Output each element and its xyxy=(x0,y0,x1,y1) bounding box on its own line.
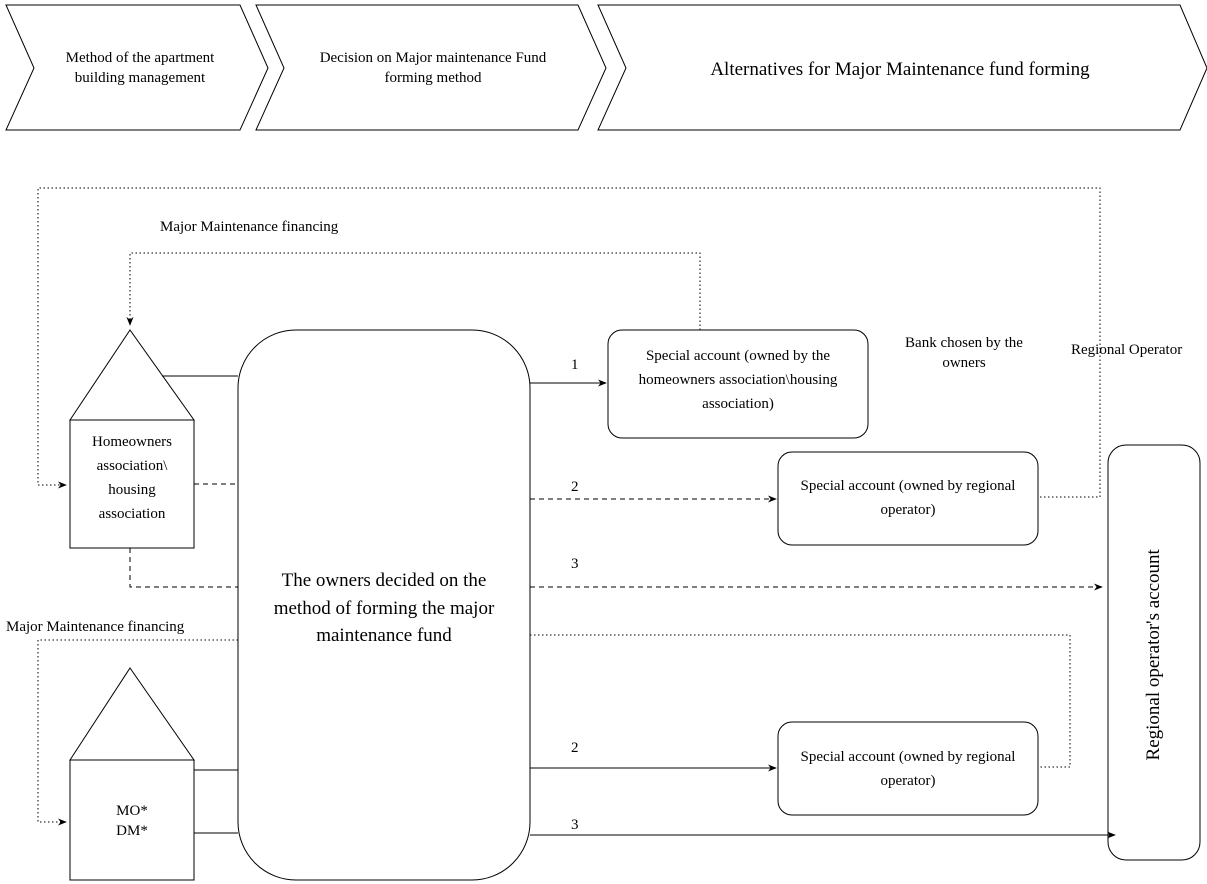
regional-operator-label: Regional Operator xyxy=(1071,342,1183,358)
financing-loop-top xyxy=(126,252,701,330)
regional-operator-loop xyxy=(37,187,1101,498)
arrow-1-label: 1 xyxy=(571,357,579,373)
arrow-2-top-label: 2 xyxy=(571,479,579,495)
financing-label-top: Major Maintenance financing xyxy=(160,219,339,235)
special-account-ro-top-label: Special account (owned by regional opera… xyxy=(800,478,1016,518)
arrow-3-bottom-label: 3 xyxy=(571,817,579,833)
homeowners-roof xyxy=(69,329,195,421)
regional-operator-account-label: Regional operator's account xyxy=(1143,549,1165,761)
header-step1-chevron xyxy=(5,4,269,131)
homeowners-label: Homeowners association\ housing associat… xyxy=(92,434,172,522)
special-account-ro-top-box xyxy=(777,451,1039,546)
header-step1-label: Method of the apartment building managem… xyxy=(65,50,215,87)
financing-label-bottom: Major Maintenance financing xyxy=(6,619,185,635)
special-account-ro-bottom-label: Special account (owned by regional opera… xyxy=(800,749,1016,789)
arrow-3-top-label: 3 xyxy=(571,556,579,572)
arrow-2-bottom-label: 2 xyxy=(571,740,579,756)
mo-dm-label: MO* DM* xyxy=(116,803,148,839)
regional-operator-account-box xyxy=(1107,444,1201,861)
mo-dm-roof xyxy=(69,667,195,761)
header-step2-chevron xyxy=(255,4,607,131)
owners-decided-box xyxy=(237,329,531,881)
header-step3-chevron xyxy=(597,4,1207,131)
special-account-ro-bottom-box xyxy=(777,721,1039,816)
financing-loop-bottom-left xyxy=(37,639,238,826)
header-step2-label: Decision on Major maintenance Fund formi… xyxy=(319,50,547,87)
header-step3-label: Alternatives for Major Maintenance fund … xyxy=(710,59,1090,80)
special-account-hoa-label: Special account (owned by the homeowners… xyxy=(638,348,838,412)
bank-chosen-label: Bank chosen by the owners xyxy=(905,335,1023,372)
homeowners-body xyxy=(69,419,195,549)
hoa-center-dashed-bottom xyxy=(129,548,238,588)
owners-decided-label: The owners decided on the method of form… xyxy=(273,570,495,647)
mo-dm-body xyxy=(69,759,195,881)
special-account-hoa-box xyxy=(607,329,869,439)
